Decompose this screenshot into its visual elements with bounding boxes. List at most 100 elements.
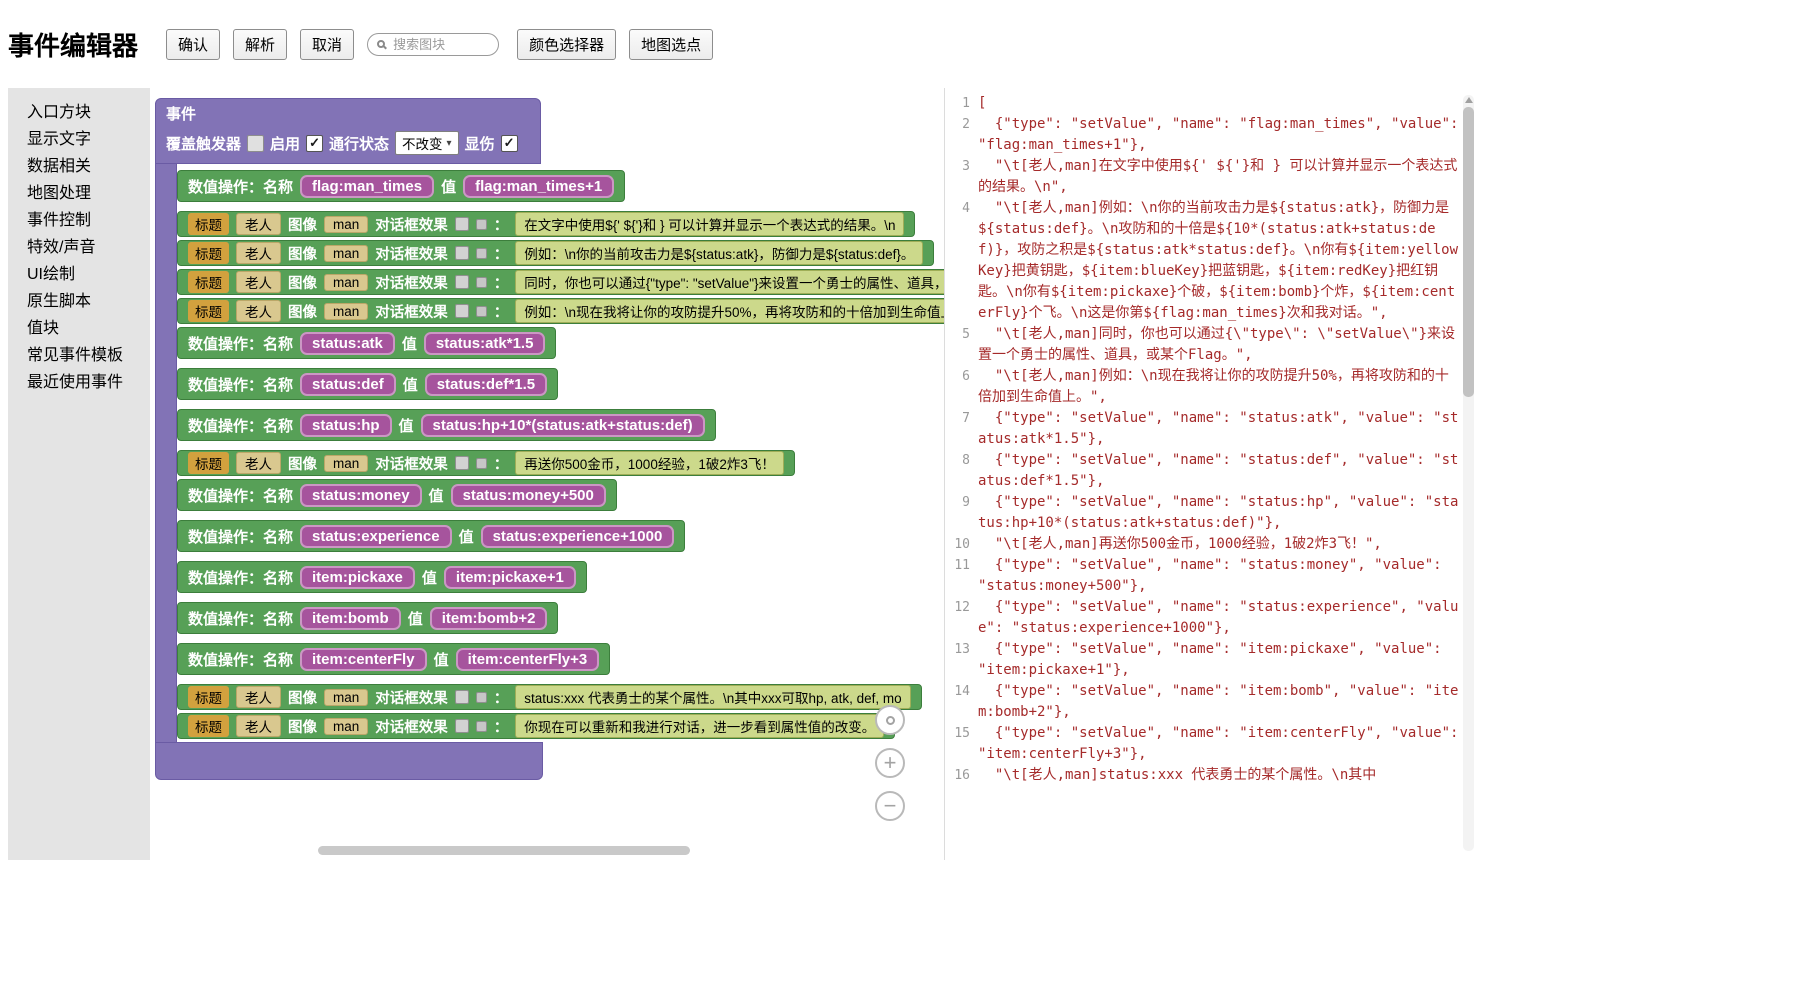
- effect-checkbox[interactable]: [454, 690, 469, 704]
- value-name-pill[interactable]: item:pickaxe: [300, 565, 415, 589]
- effect-checkbox[interactable]: [454, 275, 469, 289]
- value-name-pill[interactable]: status:def: [300, 372, 396, 396]
- sidebar-item-entry-blocks[interactable]: 入口方块: [27, 104, 92, 121]
- trigger-checkbox[interactable]: [247, 134, 265, 152]
- workspace-hscrollbar[interactable]: [318, 846, 690, 855]
- code-scrollbar[interactable]: [1463, 95, 1474, 851]
- search-input[interactable]: [391, 35, 482, 53]
- event-block-header[interactable]: 事件 覆盖触发器 启用 ✓ 通行状态 不改变 ▾ 显伤 ✓: [155, 98, 541, 164]
- value-expr-pill[interactable]: flag:man_times+1: [463, 174, 615, 198]
- setvalue-block[interactable]: 数值操作：名称 item:bomb 值 item:bomb+2: [177, 602, 559, 634]
- dialog-block[interactable]: 标题 老人 图像 man 对话框效果 ： 在文字中使用${' ${'}和 } 可…: [177, 211, 916, 237]
- setvalue-block[interactable]: 数值操作：名称 status:hp 值 status:hp+10*(status…: [177, 409, 716, 441]
- zoom-out-icon[interactable]: −: [875, 791, 905, 821]
- value-name-pill[interactable]: status:atk: [300, 331, 395, 355]
- parse-button[interactable]: 解析: [233, 28, 288, 60]
- search-box[interactable]: [367, 32, 500, 56]
- sidebar-item-effects-sound[interactable]: 特效/声音: [27, 239, 96, 256]
- image-field[interactable]: man: [324, 273, 369, 291]
- image-field[interactable]: man: [324, 302, 369, 320]
- speaker-field[interactable]: 老人: [236, 686, 281, 708]
- speaker-field[interactable]: 老人: [236, 300, 281, 322]
- dialog-text-field[interactable]: 再送你500金币，1000经验，1破2炸3飞！: [515, 451, 784, 475]
- value-expr-pill[interactable]: item:bomb+2: [429, 606, 548, 630]
- speaker-field[interactable]: 老人: [236, 213, 281, 235]
- sidebar-item-map-handling[interactable]: 地图处理: [27, 185, 92, 202]
- event-code-editor[interactable]: 1[ 2 {"type": "setValue", "name": "flag:…: [945, 88, 1477, 860]
- setvalue-block[interactable]: 数值操作：名称 status:def 值 status:def*1.5: [177, 368, 559, 400]
- sidebar-item-data-related[interactable]: 数据相关: [27, 158, 92, 175]
- sidebar-item-native-script[interactable]: 原生脚本: [27, 293, 92, 310]
- code-scrollbar-thumb[interactable]: [1463, 107, 1474, 397]
- effect-dropdown[interactable]: [475, 457, 487, 469]
- effect-dropdown[interactable]: [475, 691, 487, 703]
- dialog-block[interactable]: 标题 老人 图像 man 对话框效果 ： 同时，你也可以通过{"type": "…: [177, 269, 944, 295]
- pass-state-dropdown[interactable]: 不改变 ▾: [395, 131, 459, 155]
- value-name-pill[interactable]: status:experience: [300, 524, 452, 548]
- setvalue-block[interactable]: 数值操作：名称 status:money 值 status:money+500: [177, 479, 617, 511]
- setvalue-block[interactable]: 数值操作：名称 item:centerFly 值 item:centerFly+…: [177, 643, 611, 675]
- effect-checkbox[interactable]: [454, 246, 469, 260]
- dialog-block[interactable]: 标题 老人 图像 man 对话框效果 ： status:xxx 代表勇士的某个属…: [177, 684, 922, 710]
- event-block-left-edge[interactable]: [155, 164, 177, 742]
- sidebar-item-ui-draw[interactable]: UI绘制: [27, 266, 76, 283]
- dialog-block[interactable]: 标题 老人 图像 man 对话框效果 ： 例如：\n现在我将让你的攻防提升50%…: [177, 298, 944, 324]
- dialog-text-field[interactable]: 你现在可以重新和我进行对话，进一步看到属性值的改变。: [515, 714, 885, 738]
- map-pick-button[interactable]: 地图选点: [629, 28, 714, 60]
- display-damage-checkbox[interactable]: ✓: [500, 134, 518, 152]
- center-view-icon[interactable]: [875, 705, 905, 735]
- effect-checkbox[interactable]: [454, 719, 469, 733]
- zoom-in-icon[interactable]: +: [875, 748, 905, 778]
- value-name-pill[interactable]: status:hp: [300, 413, 392, 437]
- dialog-block[interactable]: 标题 老人 图像 man 对话框效果 ： 例如：\n你的当前攻击力是${stat…: [177, 240, 935, 266]
- scroll-up-icon[interactable]: [1464, 97, 1473, 103]
- sidebar-item-common-templates[interactable]: 常见事件模板: [27, 347, 124, 364]
- event-block-bottom-edge[interactable]: [155, 742, 543, 780]
- dialog-text-field[interactable]: status:xxx 代表勇士的某个属性。\n其中xxx可取hp, atk, d…: [515, 685, 911, 709]
- dialog-text-field[interactable]: 例如：\n你的当前攻击力是${status:atk}，防御力是${status:…: [515, 241, 924, 265]
- effect-checkbox[interactable]: [454, 456, 469, 470]
- value-expr-pill[interactable]: status:money+500: [450, 483, 606, 507]
- blockly-workspace[interactable]: 事件 覆盖触发器 启用 ✓ 通行状态 不改变 ▾ 显伤 ✓: [150, 88, 945, 860]
- dialog-block[interactable]: 标题 老人 图像 man 对话框效果 ： 再送你500金币，1000经验，1破2…: [177, 450, 795, 476]
- image-field[interactable]: man: [324, 215, 369, 233]
- speaker-field[interactable]: 老人: [236, 715, 281, 737]
- setvalue-block[interactable]: 数值操作：名称 status:experience 值 status:exper…: [177, 520, 686, 552]
- effect-dropdown[interactable]: [475, 305, 487, 317]
- speaker-field[interactable]: 老人: [236, 271, 281, 293]
- sidebar-item-show-text[interactable]: 显示文字: [27, 131, 92, 148]
- effect-dropdown[interactable]: [475, 247, 487, 259]
- value-expr-pill[interactable]: status:def*1.5: [424, 372, 548, 396]
- confirm-button[interactable]: 确认: [166, 28, 221, 60]
- value-expr-pill[interactable]: status:hp+10*(status:atk+status:def): [420, 413, 705, 437]
- setvalue-block[interactable]: 数值操作：名称 flag:man_times 值 flag:man_times+…: [177, 170, 626, 202]
- value-name-pill[interactable]: item:centerFly: [300, 647, 427, 671]
- setvalue-block[interactable]: 数值操作：名称 status:atk 值 status:atk*1.5: [177, 327, 557, 359]
- value-expr-pill[interactable]: status:experience+1000: [480, 524, 675, 548]
- dialog-text-field[interactable]: 在文字中使用${' ${'}和 } 可以计算并显示一个表达式的结果。\n: [515, 212, 905, 236]
- image-field[interactable]: man: [324, 244, 369, 262]
- dialog-text-field[interactable]: 例如：\n现在我将让你的攻防提升50%，再将攻防和的十倍加到生命值上。: [515, 299, 944, 323]
- color-picker-button[interactable]: 颜色选择器: [517, 28, 617, 60]
- value-name-pill[interactable]: status:money: [300, 483, 422, 507]
- effect-dropdown[interactable]: [475, 276, 487, 288]
- dialog-text-field[interactable]: 同时，你也可以通过{"type": "setValue"}来设置一个勇士的属性、…: [515, 270, 944, 294]
- effect-checkbox[interactable]: [454, 304, 469, 318]
- dialog-block[interactable]: 标题 老人 图像 man 对话框效果 ： 你现在可以重新和我进行对话，进一步看到…: [177, 713, 896, 739]
- value-expr-pill[interactable]: item:centerFly+3: [455, 647, 600, 671]
- image-field[interactable]: man: [324, 688, 369, 706]
- value-name-pill[interactable]: item:bomb: [300, 606, 401, 630]
- effect-dropdown[interactable]: [475, 218, 487, 230]
- image-field[interactable]: man: [324, 454, 369, 472]
- value-expr-pill[interactable]: status:atk*1.5: [423, 331, 546, 355]
- value-name-pill[interactable]: flag:man_times: [300, 174, 435, 198]
- value-expr-pill[interactable]: item:pickaxe+1: [443, 565, 576, 589]
- image-field[interactable]: man: [324, 717, 369, 735]
- sidebar-item-value-blocks[interactable]: 值块: [27, 320, 60, 337]
- sidebar-item-recent-events[interactable]: 最近使用事件: [27, 374, 124, 391]
- speaker-field[interactable]: 老人: [236, 242, 281, 264]
- effect-dropdown[interactable]: [475, 720, 487, 732]
- sidebar-item-event-control[interactable]: 事件控制: [27, 212, 92, 229]
- enable-checkbox[interactable]: ✓: [306, 134, 324, 152]
- cancel-button[interactable]: 取消: [300, 28, 355, 60]
